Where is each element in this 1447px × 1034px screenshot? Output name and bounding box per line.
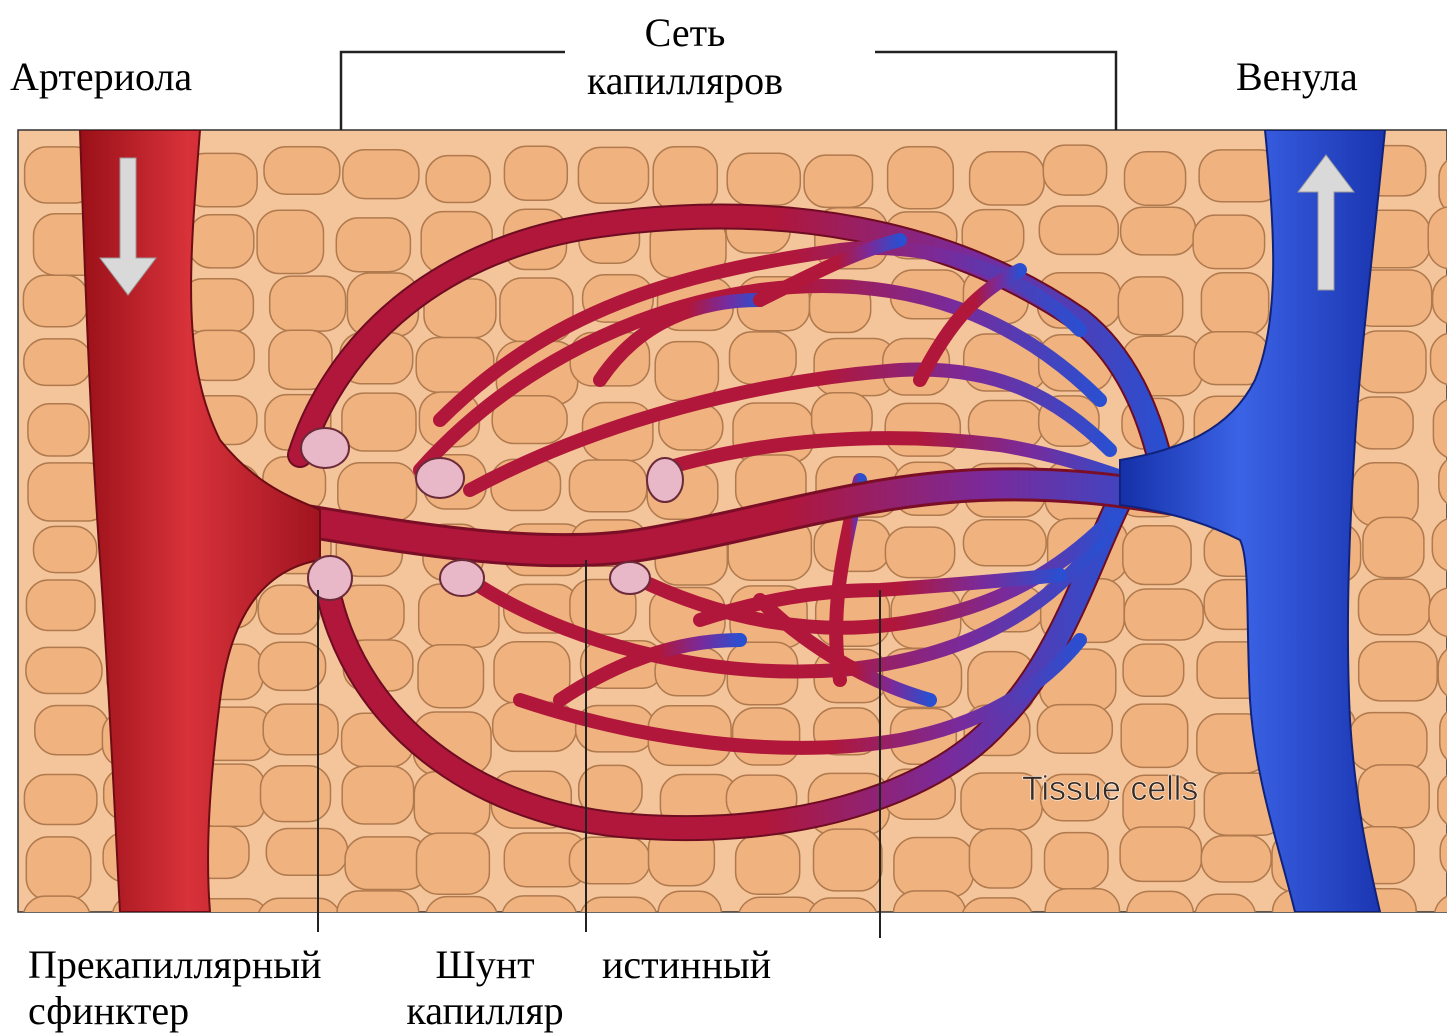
tissue-cell xyxy=(1358,765,1429,828)
tissue-cell xyxy=(1121,207,1196,255)
tissue-cell xyxy=(1350,713,1427,771)
tissue-cell xyxy=(1037,705,1112,754)
tissue-cell xyxy=(569,460,646,512)
arteriole-label: Артериола xyxy=(10,54,192,100)
tissue-cell xyxy=(342,766,413,824)
tissue-cell xyxy=(658,891,721,944)
tissue-cell xyxy=(1121,704,1188,767)
tissue-cell xyxy=(259,642,326,690)
tissue-cell xyxy=(26,647,102,693)
tissue-cell xyxy=(736,834,800,894)
tissue-cell xyxy=(1352,463,1418,526)
tissue-cell xyxy=(1120,827,1201,881)
tissue-cell xyxy=(23,275,88,327)
tissue-cell xyxy=(804,155,872,207)
tissue-cell xyxy=(969,829,1031,888)
tissue-cell xyxy=(24,339,92,386)
sphincter-ring xyxy=(308,556,352,600)
tissue-cell xyxy=(266,829,347,876)
sphincter-ring xyxy=(610,562,650,594)
sphincter-ring xyxy=(416,458,464,498)
tissue-cell xyxy=(885,527,954,578)
tissue-cell xyxy=(963,520,1046,566)
tissue-cell xyxy=(888,147,954,209)
tissue-cell xyxy=(970,152,1045,205)
tissue-cell xyxy=(733,708,800,765)
tissue-cell xyxy=(263,704,338,755)
tissue-cell xyxy=(1359,579,1430,635)
tissue-cell xyxy=(425,897,497,948)
tissue-cell xyxy=(258,585,320,634)
sphincter-label-line1: Прекапиллярный xyxy=(28,942,322,988)
tissue-cell xyxy=(261,766,331,822)
tissue-cell xyxy=(34,526,97,572)
tissue-cell xyxy=(417,833,490,894)
tissue-cell xyxy=(342,393,416,451)
tissue-cell xyxy=(502,896,577,946)
tissue-cell xyxy=(1039,206,1118,255)
tissue-cell xyxy=(1201,273,1268,335)
tissue-cells-label: Tissue cells xyxy=(1022,770,1198,808)
tissue-cell xyxy=(885,403,960,456)
tissue-cell xyxy=(35,706,109,755)
sphincter-ring xyxy=(647,458,683,502)
tissue-cell xyxy=(26,580,95,631)
tissue-cell xyxy=(24,775,97,825)
tissue-cell xyxy=(569,837,649,884)
tissue-cell xyxy=(894,891,966,939)
sphincter-ring xyxy=(301,428,349,468)
tissue-cell xyxy=(336,218,410,272)
tissue-cell xyxy=(1124,589,1203,640)
shunt-label-line1: Шунт xyxy=(395,942,575,988)
tissue-cell xyxy=(808,898,878,954)
tissue-cell xyxy=(730,332,797,384)
tissue-cell xyxy=(23,896,90,946)
tissue-cell xyxy=(270,276,346,331)
tissue-cell xyxy=(1125,152,1186,205)
tissue-cell xyxy=(814,829,882,891)
tissue-cell xyxy=(1195,894,1256,946)
tissue-cell xyxy=(418,645,484,708)
tissue-cell xyxy=(504,146,567,200)
tissue-cell xyxy=(894,838,973,897)
tissue-cell xyxy=(1123,644,1184,696)
tissue-cell xyxy=(28,404,89,456)
tissue-cell xyxy=(961,898,1033,944)
tissue-cell xyxy=(343,150,419,199)
tissue-cell xyxy=(738,897,820,947)
true-capillary-label: истинный xyxy=(602,942,771,988)
tissue-cell xyxy=(1045,833,1109,890)
tissue-cell xyxy=(1123,526,1191,585)
tissue-cell xyxy=(1193,215,1265,269)
network-label-line1: Сеть xyxy=(560,10,810,56)
tissue-cell xyxy=(26,837,91,900)
tissue-cell xyxy=(1118,277,1182,335)
network-label-line2: капилляров xyxy=(560,58,810,104)
tissue-cell xyxy=(257,210,323,273)
tissue-cell xyxy=(1127,891,1194,940)
sphincter-ring xyxy=(440,560,484,596)
shunt-label-line2: капилляр xyxy=(395,988,575,1034)
tissue-cell xyxy=(1043,145,1106,195)
tissue-cell xyxy=(1045,889,1119,948)
tissue-cell xyxy=(1201,836,1271,882)
tissue-cell xyxy=(727,153,800,205)
venule-label: Венула xyxy=(1236,54,1358,100)
tissue-cell xyxy=(189,215,254,268)
sphincter-label-line2: сфинктер xyxy=(28,988,189,1034)
tissue-cell xyxy=(655,342,718,401)
tissue-cell xyxy=(580,897,658,945)
tissue-cell xyxy=(264,147,340,194)
tissue-cell xyxy=(578,147,648,203)
tissue-cell xyxy=(1355,331,1426,393)
tissue-cell xyxy=(1359,642,1438,701)
tissue-cell xyxy=(653,147,717,211)
tissue-cell xyxy=(1350,397,1413,449)
tissue-cell xyxy=(426,156,490,203)
tissue-cell xyxy=(1363,517,1424,577)
